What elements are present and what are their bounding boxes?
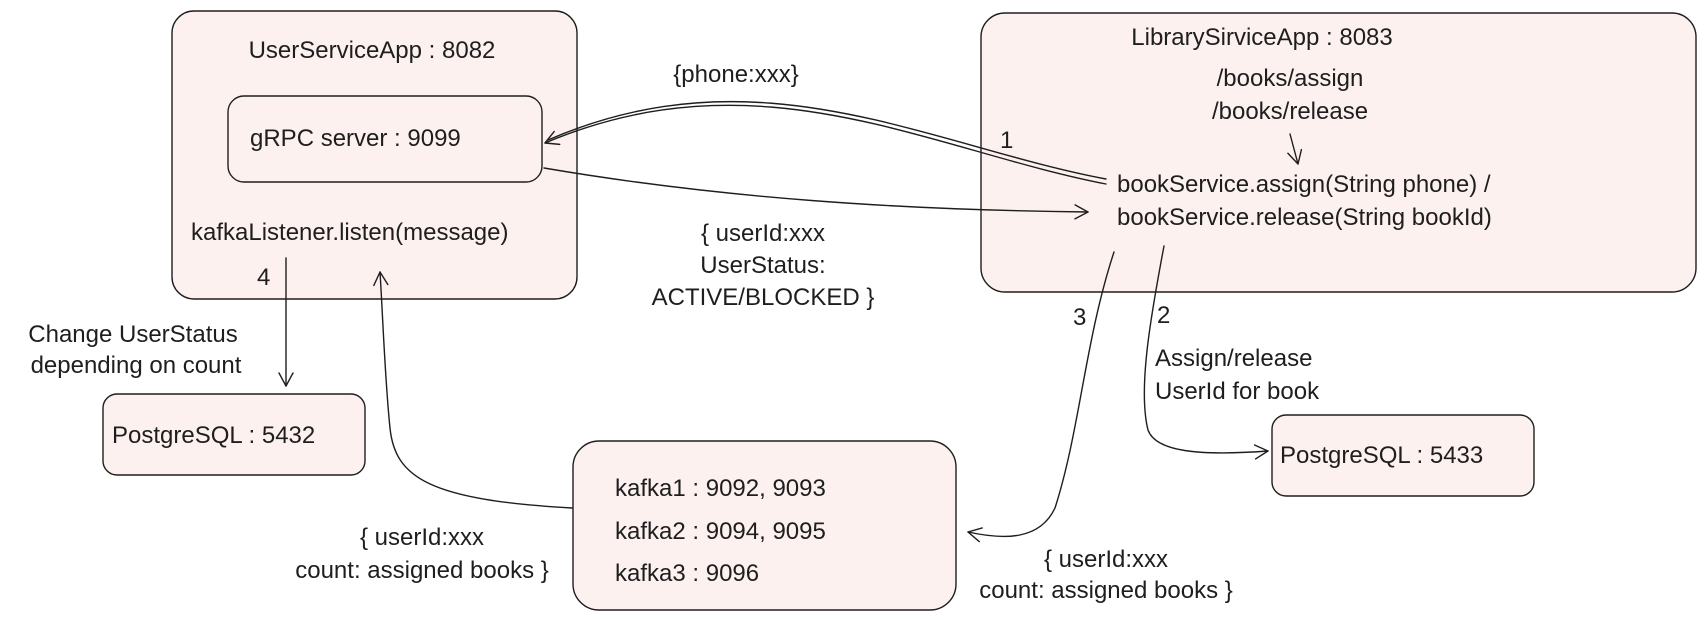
grpc-server-box bbox=[227, 95, 543, 183]
library-service-title: LibrarySirviceApp : 8083 bbox=[1131, 24, 1392, 51]
user-service-title: UserServiceApp : 8082 bbox=[249, 37, 496, 64]
step-4-label: 4 bbox=[257, 264, 270, 291]
postgres-user-box bbox=[102, 393, 366, 476]
grpc-server-node[interactable]: gRPC server : 9099 bbox=[227, 95, 543, 183]
book-service-assign-method: bookService.assign(String phone) / bbox=[1117, 171, 1491, 198]
kafka-cluster-box bbox=[572, 440, 957, 611]
kafka3-broker: kafka3 : 9096 bbox=[615, 560, 759, 587]
kafka-to-listener-label-line1: { userId:xxx bbox=[360, 524, 484, 551]
edge-1-phone-request-sketch-line bbox=[547, 100, 1107, 180]
postgres-library-node[interactable]: PostgreSQL : 5433 bbox=[1271, 414, 1535, 497]
phone-payload-label: {phone:xxx} bbox=[673, 61, 798, 88]
endpoint-to-method-arrow bbox=[1287, 133, 1303, 165]
grpc-server-label: gRPC server : 9099 bbox=[250, 125, 461, 152]
grpc-response-arrow bbox=[543, 167, 1089, 220]
step-2-label: 2 bbox=[1157, 302, 1170, 329]
library-service-box bbox=[980, 12, 1697, 293]
kafka-cluster-node[interactable]: kafka1 : 9092, 9093 kafka2 : 9094, 9095 … bbox=[572, 440, 957, 611]
postgres-library-label: PostgreSQL : 5433 bbox=[1280, 442, 1483, 469]
edge-2-postgres-library-arrow bbox=[1143, 245, 1269, 460]
books-release-endpoint: /books/release bbox=[1212, 98, 1368, 125]
kafka-to-listener-label-line2: count: assigned books } bbox=[295, 557, 549, 584]
edge-2-label-line1: Assign/release bbox=[1155, 345, 1312, 372]
edge-3-label-line1: { userId:xxx bbox=[1044, 546, 1168, 573]
edge-3-label-line2: count: assigned books } bbox=[979, 577, 1233, 604]
kafka2-broker: kafka2 : 9094, 9095 bbox=[615, 518, 826, 545]
kafka-to-listener-arrow bbox=[373, 271, 573, 509]
kafka-listener-label: kafkaListener.listen(message) bbox=[191, 219, 508, 246]
grpc-response-line3: ACTIVE/BLOCKED } bbox=[652, 284, 875, 311]
library-service-node[interactable]: LibrarySirviceApp : 8083 /books/assign /… bbox=[980, 12, 1697, 293]
edge-2-label-line2: UserId for book bbox=[1155, 378, 1320, 405]
kafka1-broker: kafka1 : 9092, 9093 bbox=[615, 475, 826, 502]
edge-1-phone-request bbox=[544, 104, 1107, 185]
postgres-library-box bbox=[1271, 414, 1535, 497]
edge-3-kafka-publish-arrow bbox=[967, 251, 1115, 543]
grpc-response-line2: UserStatus: bbox=[700, 252, 825, 279]
postgres-user-label: PostgreSQL : 5432 bbox=[112, 422, 315, 449]
step-1-label: 1 bbox=[1000, 127, 1013, 154]
postgres-user-node[interactable]: PostgreSQL : 5432 bbox=[102, 393, 366, 476]
step-3-label: 3 bbox=[1073, 304, 1086, 331]
edge-4-label-line2: depending on count bbox=[31, 352, 242, 379]
edge-4-label-line1: Change UserStatus bbox=[28, 321, 237, 348]
book-service-release-method: bookService.release(String bookId) bbox=[1117, 204, 1492, 231]
books-assign-endpoint: /books/assign bbox=[1217, 65, 1364, 92]
grpc-response-line1: { userId:xxx bbox=[701, 220, 825, 247]
